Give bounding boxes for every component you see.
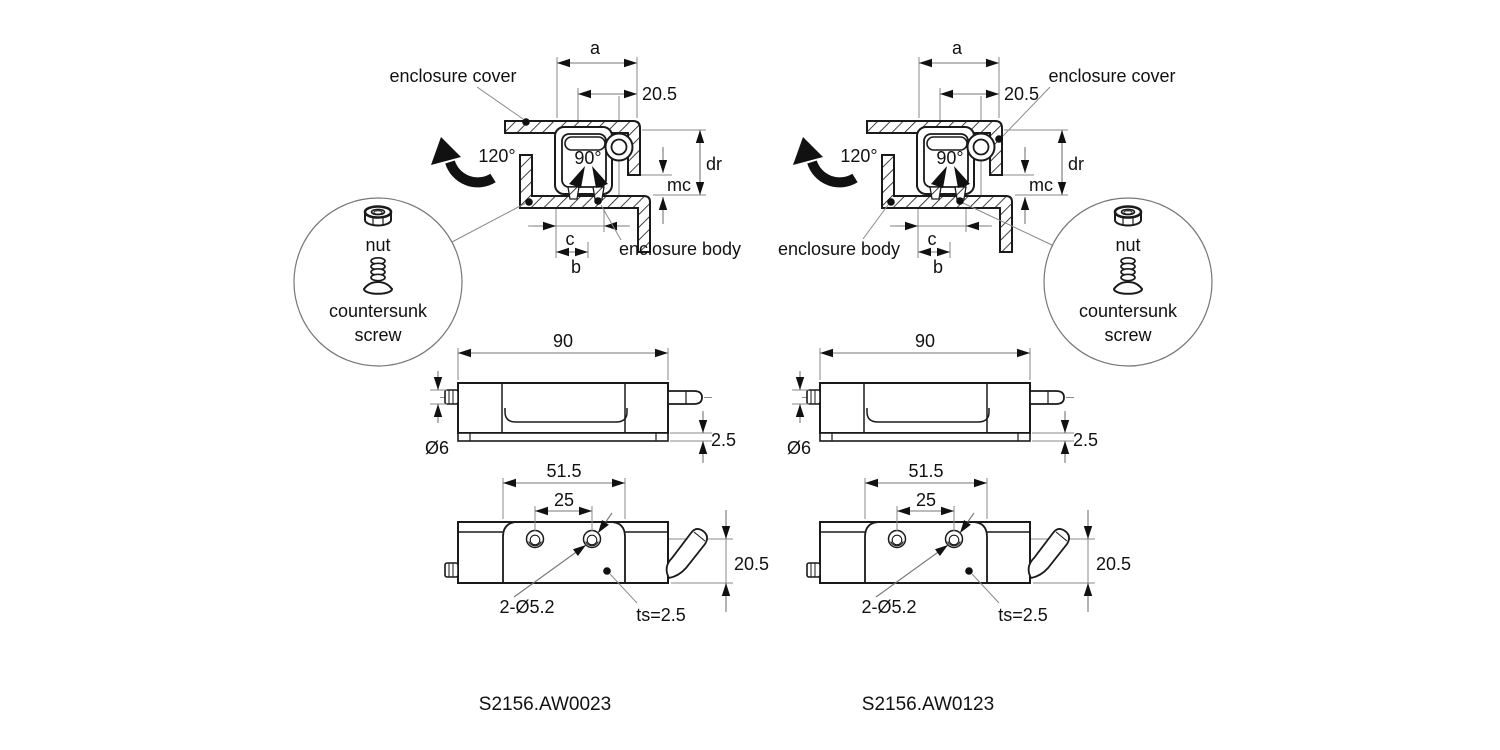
- screw-label: screw: [1104, 325, 1152, 345]
- dim-c-label: c: [566, 229, 575, 249]
- plan-view: [807, 478, 1095, 612]
- dim-hole-pitch-label: 25: [916, 490, 936, 510]
- dim-hole-pitch-label: 25: [554, 490, 574, 510]
- enclosure-cover-label: enclosure cover: [389, 66, 516, 86]
- angle-120-label: 120°: [478, 146, 515, 166]
- dim-holes-label: 2-Ø5.2: [861, 597, 916, 617]
- dim-pin-offset-label: 20.5: [642, 84, 677, 104]
- drawing-s2156-aw0123: enclosure cover enclosure body a 20.5 dr…: [778, 38, 1214, 715]
- dim-a-label: a: [952, 38, 963, 58]
- dim-hole-span-label: 51.5: [908, 461, 943, 481]
- dim-base-thickness-label: 2.5: [1073, 430, 1098, 450]
- dim-sheet-thickness-label: ts=2.5: [636, 605, 686, 625]
- dim-length-label: 90: [915, 331, 935, 351]
- dim-height-label: 20.5: [1096, 554, 1131, 574]
- dim-sheet-thickness-label: ts=2.5: [998, 605, 1048, 625]
- angle-90-label: 90°: [574, 148, 601, 168]
- dim-b-label: b: [571, 257, 581, 277]
- dim-a-label: a: [590, 38, 601, 58]
- drawing-s2156-aw0023: enclosure cover enclosure body a 20.5 dr…: [292, 38, 769, 715]
- countersunk-label: countersunk: [1079, 301, 1178, 321]
- part-number: S2156.AW0023: [479, 694, 611, 715]
- dim-c-label: c: [928, 229, 937, 249]
- angle-120-label: 120°: [840, 146, 877, 166]
- dim-length-label: 90: [553, 331, 573, 351]
- dim-mc-label: mc: [667, 175, 691, 195]
- leader-dot: [522, 118, 530, 126]
- dim-mc-label: mc: [1029, 175, 1053, 195]
- plan-view: [445, 478, 733, 612]
- dim-dr-label: dr: [1068, 154, 1084, 174]
- enclosure-body-label: enclosure body: [619, 239, 741, 259]
- screw-label: screw: [354, 325, 402, 345]
- dim-dr-label: dr: [706, 154, 722, 174]
- dim-base-thickness-label: 2.5: [711, 430, 736, 450]
- leader-dot: [995, 135, 1003, 143]
- enclosure-cover-label: enclosure cover: [1048, 66, 1175, 86]
- dim-b-label: b: [933, 257, 943, 277]
- nut-label: nut: [365, 235, 390, 255]
- part-number: S2156.AW0123: [862, 694, 994, 715]
- enclosure-body-label: enclosure body: [778, 239, 900, 259]
- countersunk-label: countersunk: [329, 301, 428, 321]
- dim-pin-dia-label: Ø6: [787, 438, 811, 458]
- nut-label: nut: [1115, 235, 1140, 255]
- dim-holes-label: 2-Ø5.2: [499, 597, 554, 617]
- side-view: [792, 348, 1074, 463]
- dim-hole-span-label: 51.5: [546, 461, 581, 481]
- side-view: [430, 348, 712, 463]
- dim-pin-dia-label: Ø6: [425, 438, 449, 458]
- dim-pin-offset-label: 20.5: [1004, 84, 1039, 104]
- dim-height-label: 20.5: [734, 554, 769, 574]
- angle-90-label: 90°: [936, 148, 963, 168]
